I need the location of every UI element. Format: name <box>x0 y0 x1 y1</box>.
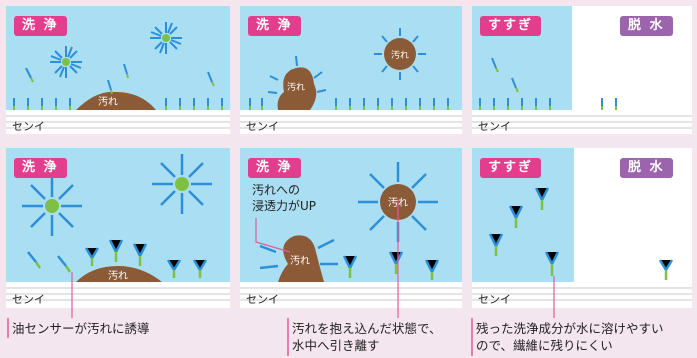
illustration-row2-3 <box>472 148 692 308</box>
caption-line: 汚れを抱え込んだ状態で、 <box>292 321 442 336</box>
fiber-label: センイ <box>478 120 511 133</box>
surfactant-molecules <box>249 28 449 110</box>
stage-tag-wash: 洗 浄 <box>248 16 301 36</box>
panel-row2-rinse-spin: すすぎ 脱 水 センイ <box>472 148 692 308</box>
caption-rinse-residue: 残った洗浄成分が水に溶けやすい ので、繊維に残りにくい <box>476 320 664 354</box>
fiber-label: センイ <box>478 293 511 306</box>
stain-label: 汚れ <box>388 196 408 209</box>
surfactant-molecules <box>13 63 223 110</box>
surfactant-molecules <box>488 187 674 280</box>
stain-label: 汚れ <box>108 269 128 282</box>
stain-lifted <box>278 235 324 282</box>
surfactant-molecules <box>27 239 208 278</box>
stage-tag-rinse: すすぎ <box>480 158 542 178</box>
illustration-row1-1: 汚れ <box>6 22 230 134</box>
caption-line: 油センサーが汚れに誘導 <box>12 321 150 336</box>
micelle <box>22 176 82 236</box>
stage-tag-wash: 洗 浄 <box>14 158 67 178</box>
caption-lift-stain: 汚れを抱え込んだ状態で、 水中へ引き離す <box>292 320 442 354</box>
penetration-note: 汚れへの 浸透力がUP <box>252 182 317 214</box>
fiber-label: センイ <box>12 120 45 133</box>
panel-row2-wash-1: 汚れ 洗 浄 センイ <box>6 148 230 308</box>
fiber-label: センイ <box>246 293 279 306</box>
stage-tag-wash: 洗 浄 <box>14 16 67 36</box>
surfactant-cluster <box>259 162 438 270</box>
illustration-row2-1: 汚れ <box>6 154 230 308</box>
stain-mound <box>76 91 156 110</box>
caption-oil-sensor: 油センサーが汚れに誘導 <box>12 320 150 337</box>
stage-tag-spin: 脱 水 <box>620 158 673 178</box>
stain-label: 汚れ <box>391 49 409 61</box>
note-line: 浸透力がUP <box>252 199 317 213</box>
surfactant-molecules <box>342 251 440 280</box>
micelle <box>152 154 212 214</box>
micelle <box>150 22 182 54</box>
panel-row1-rinse-spin: すすぎ 脱 水 センイ <box>472 6 692 134</box>
panel-row1-wash-1: 汚れ 洗 浄 センイ <box>6 6 230 134</box>
note-pointer <box>255 218 291 253</box>
stain-mound <box>76 266 162 282</box>
stage-tag-wash: 洗 浄 <box>248 158 301 178</box>
micelle <box>50 46 82 78</box>
illustration-row2-2: 汚れ 汚れ <box>240 162 462 308</box>
stain-label: 汚れ <box>287 81 305 93</box>
caption-line: ので、繊維に残りにくい <box>476 338 613 353</box>
stain-label: 汚れ <box>98 95 118 108</box>
fiber-label: センイ <box>12 293 45 306</box>
stage-tag-spin: 脱 水 <box>620 16 673 36</box>
caption-line: 水中へ引き離す <box>292 338 380 353</box>
spin-area <box>574 148 692 282</box>
illustration-row1-2: 汚れ 汚れ <box>240 28 462 134</box>
stain-particle <box>384 38 416 70</box>
note-line: 汚れへの <box>252 183 301 197</box>
stage-tag-rinse: すすぎ <box>480 16 542 36</box>
stain-label: 汚れ <box>290 254 310 267</box>
surfactant-molecules <box>479 57 617 110</box>
caption-line: 残った洗浄成分が水に溶けやすい <box>476 321 664 336</box>
stain-lifted <box>277 67 317 110</box>
panel-row1-wash-2: 汚れ 汚れ 洗 浄 センイ <box>240 6 462 134</box>
panel-row2-wash-2: 汚れ 汚れ 洗 浄 汚れへの 浸透力がUP センイ <box>240 148 462 308</box>
fiber-label: センイ <box>246 120 279 133</box>
